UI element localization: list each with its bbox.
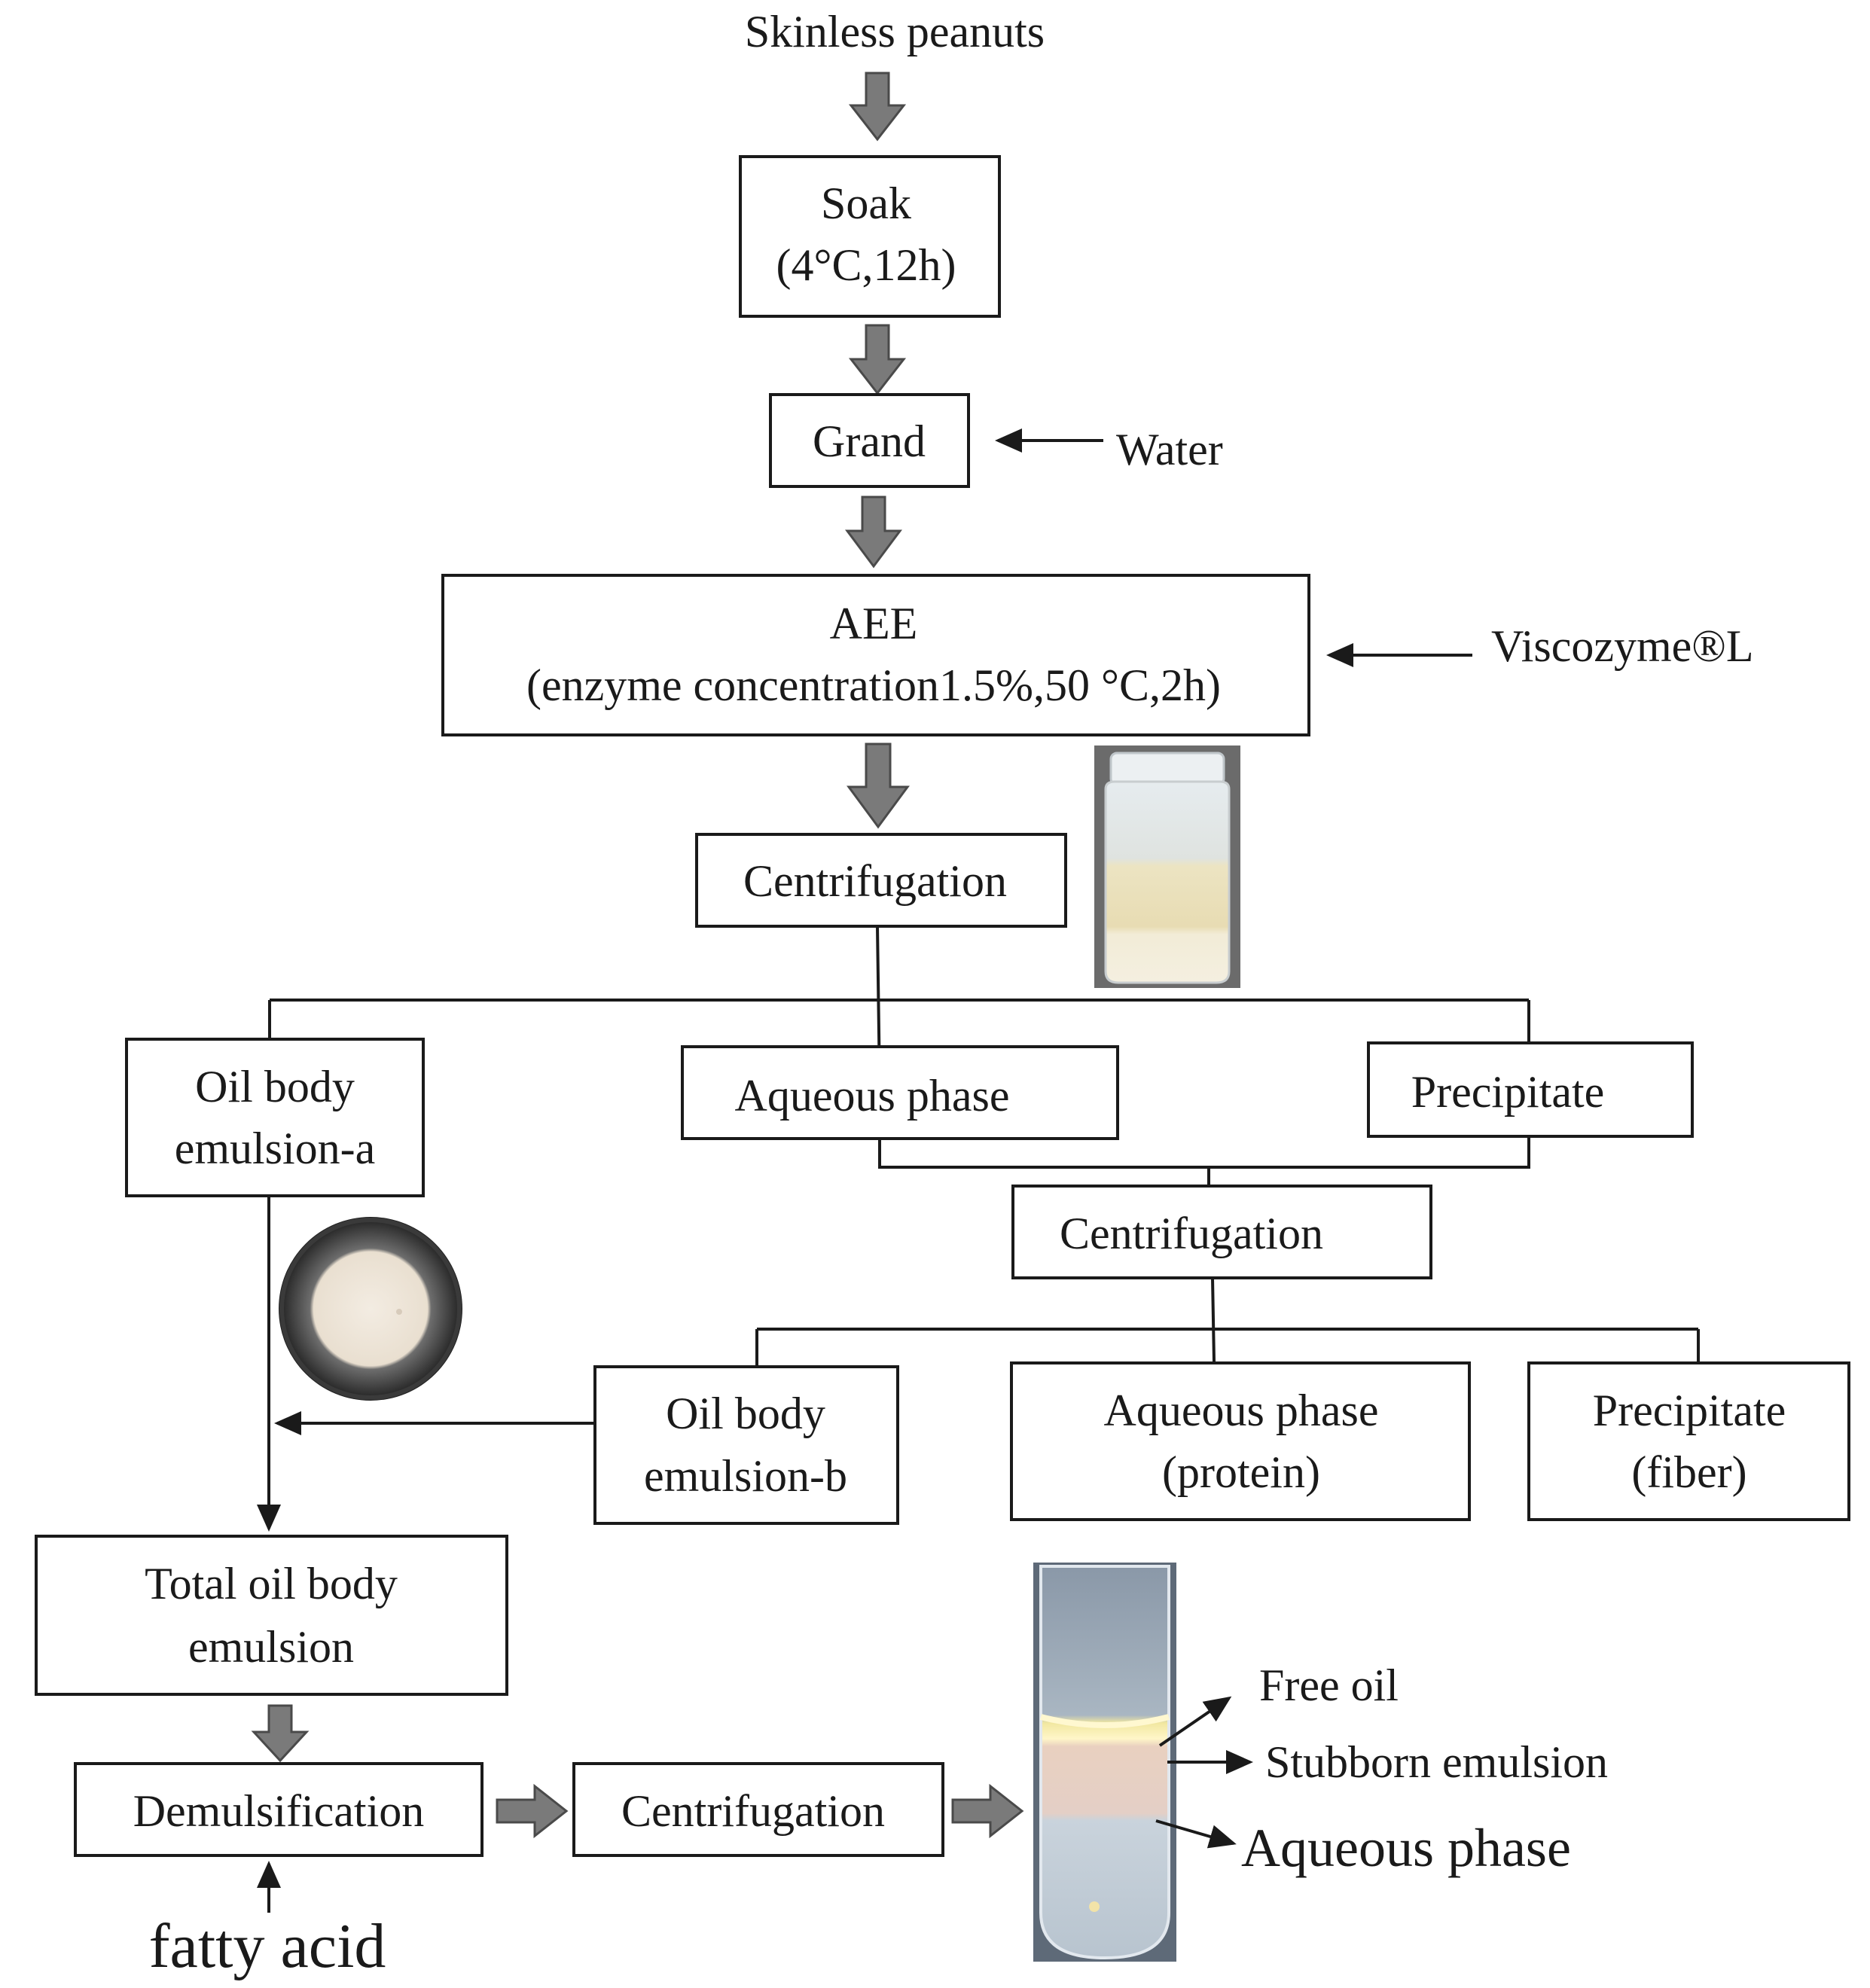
oil-body-a-line1: Oil body (195, 1062, 355, 1111)
aqueous-phase-label-2: Aqueous phase (1104, 1386, 1379, 1435)
process-arrow (848, 72, 907, 142)
fatty-acid-label: fatty acid (149, 1911, 386, 1981)
centrifugation-box-3 (572, 1762, 944, 1857)
precipitate-label-1: Precipitate (1411, 1067, 1605, 1117)
branch-connector (268, 925, 1530, 1085)
oil-body-b-line2: emulsion-b (644, 1451, 847, 1501)
aqueous-phase-label-1: Aqueous phase (735, 1071, 1010, 1121)
input-label: Skinless peanuts (745, 7, 1045, 56)
process-arrow (251, 1704, 310, 1763)
aqueous-phase-box-1 (681, 1045, 1119, 1140)
oil-body-a-box (125, 1038, 425, 1197)
aqueous-phase-label-3: Aqueous phase (1241, 1818, 1571, 1878)
process-arrow (847, 742, 910, 829)
process-arrow (848, 324, 907, 395)
free-oil-pointer (1158, 1696, 1232, 1747)
water-label: Water (1116, 425, 1223, 474)
total-oil-body-line2: emulsion (188, 1622, 354, 1672)
soak-label: Soak (821, 178, 911, 228)
precipitate-box-2 (1527, 1361, 1850, 1521)
precipitate-sub-2: (fiber) (1631, 1447, 1746, 1497)
aqueous-phase-pointer (1155, 1819, 1237, 1849)
centrifugation-label-1: Centrifugation (743, 856, 1007, 906)
process-arrow (496, 1783, 569, 1839)
merge-connector (878, 1136, 1530, 1186)
tube-photo (1033, 1563, 1176, 1962)
total-oil-body-line1: Total oil body (145, 1559, 398, 1608)
soak-box (739, 155, 1001, 318)
demulsification-label: Demulsification (133, 1786, 425, 1836)
stubborn-emulsion-label: Stubborn emulsion (1265, 1737, 1608, 1787)
total-oil-body-box (35, 1535, 508, 1696)
grand-box (769, 393, 970, 488)
centrifugation-box-2 (1011, 1185, 1432, 1279)
demulsification-box (74, 1762, 484, 1857)
oil-body-a-line2: emulsion-a (175, 1124, 376, 1173)
jar-photo (1094, 746, 1240, 988)
grand-label: Grand (813, 416, 926, 466)
centrifugation-label-3: Centrifugation (621, 1786, 885, 1836)
aee-conditions: (enzyme concentration1.5%,50 °C,2h) (526, 660, 1221, 710)
aqueous-phase-box-2 (1010, 1361, 1471, 1521)
oil-body-b-box (593, 1365, 899, 1525)
aee-label: AEE (830, 599, 918, 648)
oil-body-b-line1: Oil body (666, 1389, 825, 1438)
centrifugation-label-2: Centrifugation (1060, 1209, 1323, 1258)
process-arrow (845, 495, 902, 569)
aee-box (441, 574, 1310, 736)
precipitate-label-2: Precipitate (1593, 1386, 1786, 1435)
branch-connector (755, 1277, 1700, 1367)
viscozyme-label: Viscozyme®L (1491, 621, 1754, 671)
soak-conditions: (4°C,12h) (776, 240, 956, 290)
free-oil-label: Free oil (1259, 1660, 1399, 1710)
dish-photo (279, 1217, 462, 1401)
aqueous-phase-sub-2: (protein) (1162, 1447, 1320, 1497)
process-arrow (951, 1783, 1024, 1839)
centrifugation-box-1 (695, 833, 1067, 928)
